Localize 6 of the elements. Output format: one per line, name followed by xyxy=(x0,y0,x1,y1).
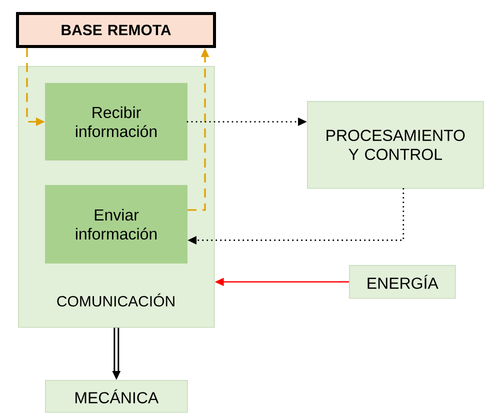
input-box: ENERGÍA xyxy=(349,265,456,299)
output-box: MECÁNICA xyxy=(45,380,188,413)
title-box: BASE REMOTA xyxy=(16,12,216,48)
process-box: Recibir información xyxy=(45,83,188,160)
process-box: Enviar información xyxy=(45,185,188,264)
process-box: PROCESAMIENTO Y CONTROL xyxy=(307,101,484,189)
